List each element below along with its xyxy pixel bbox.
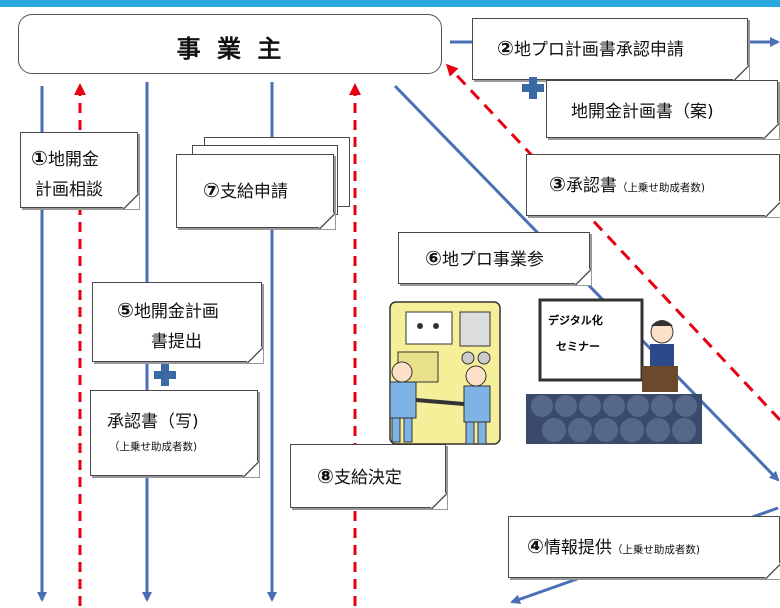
step8-label: ⑧支給決定 <box>317 463 402 488</box>
step3-box: ③承認書（上乗せ助成者数) <box>526 154 780 217</box>
step7-num: ⑦ <box>203 178 220 202</box>
step5b-note: （上乗せ助成者数) <box>109 441 198 453</box>
step8-num: ⑧ <box>317 464 334 488</box>
step1-text1: 地開金 <box>47 150 99 170</box>
step5b-label: 承認書（写) <box>107 412 199 432</box>
step5-box: ⑤地開金計画 書提出 <box>92 282 263 363</box>
step8-box: ⑧支給決定 <box>290 444 447 509</box>
step3-num: ③ <box>549 172 566 196</box>
step1-line2: 計画相談 <box>35 180 103 200</box>
step7-text: 支給申請 <box>219 182 288 202</box>
step2-num: ② <box>497 36 514 60</box>
arrow-diag-red-3 <box>445 63 780 422</box>
step8-text: 支給決定 <box>333 468 402 488</box>
seminar-line1: デジタル化 <box>548 313 603 327</box>
step4-text: 情報提供 <box>543 538 612 558</box>
step1-box: ①地開金 計画相談 <box>20 132 139 209</box>
step2b-label: 地開金計画書（案) <box>571 102 714 122</box>
plus-icon-2 <box>154 364 176 386</box>
step2-box: ②地プロ計画書承認申請 <box>472 18 749 81</box>
step5-line2: 書提出 <box>151 332 202 352</box>
step3-text: 承認書 <box>565 176 617 196</box>
step4-box: ④情報提供（上乗せ助成者数) <box>508 516 780 579</box>
step2b-box: 地開金計画書（案) <box>546 80 779 139</box>
seminar-illustration: デジタル化 セミナー <box>526 298 702 444</box>
step6-box: ⑥地プロ事業参 <box>398 232 591 285</box>
step5b-box: 承認書（写) （上乗せ助成者数) <box>90 390 259 477</box>
step4-label: ④情報提供（上乗せ助成者数) <box>527 533 700 558</box>
step1-line1: ①地開金 <box>31 145 99 170</box>
seminar-line2: セミナー <box>556 340 600 353</box>
step4-num: ④ <box>527 534 544 558</box>
step3-note: （上乗せ助成者数) <box>616 182 706 194</box>
step7-box: ⑦支給申請 <box>176 154 335 229</box>
step6-num: ⑥ <box>425 246 442 270</box>
step5-num: ⑤ <box>117 298 134 322</box>
employer-label: 事 業 主 <box>176 35 286 63</box>
step3-label: ③承認書（上乗せ助成者数) <box>549 171 705 196</box>
step2-text: 地プロ計画書承認申請 <box>513 40 684 60</box>
step2-label: ②地プロ計画書承認申請 <box>497 35 684 60</box>
plus-icon <box>522 77 544 99</box>
step7-label: ⑦支給申請 <box>203 177 288 202</box>
step1-num: ① <box>31 146 48 170</box>
step6-label: ⑥地プロ事業参 <box>425 245 544 270</box>
top-accent-bar <box>0 0 780 7</box>
employer-box: 事 業 主 <box>18 14 442 74</box>
step4-note: （上乗せ助成者数) <box>611 544 701 556</box>
step5-line1: ⑤地開金計画 <box>117 297 219 322</box>
step5-text1: 地開金計画 <box>133 302 219 322</box>
step6-text: 地プロ事業参 <box>441 250 544 270</box>
factory-handshake-illustration <box>389 301 501 445</box>
